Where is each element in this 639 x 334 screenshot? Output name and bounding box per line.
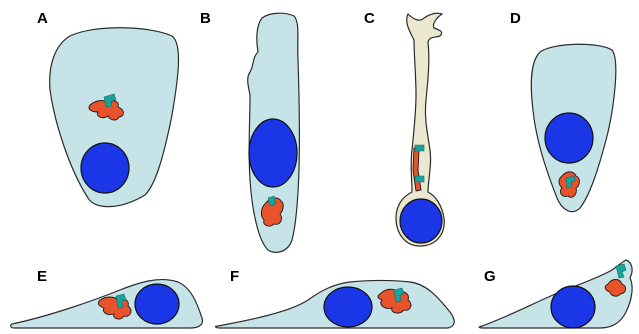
panel-label-a: A [37, 10, 48, 27]
panel-label-g: G [484, 268, 496, 285]
panel-label-d: D [510, 10, 521, 27]
centrosome [415, 176, 424, 182]
panel-label-b: B [200, 10, 211, 27]
panel-label-f: F [230, 268, 239, 285]
nucleus [81, 143, 129, 193]
panel-c: C [364, 10, 444, 246]
panel-label-c: C [364, 10, 375, 27]
panel-d: D [510, 10, 616, 212]
panel-label-e: E [37, 268, 47, 285]
panel-e: E [11, 268, 203, 328]
nucleus [545, 113, 593, 163]
panel-f: F [216, 268, 455, 328]
panel-a: A [37, 10, 179, 207]
centrosome [415, 145, 424, 151]
nucleus [135, 284, 179, 324]
nucleus [551, 286, 595, 328]
nucleus [249, 119, 297, 187]
nucleus [324, 287, 372, 327]
nucleus [400, 199, 442, 243]
panel-b: B [200, 10, 299, 252]
panel-g: G [479, 260, 632, 328]
